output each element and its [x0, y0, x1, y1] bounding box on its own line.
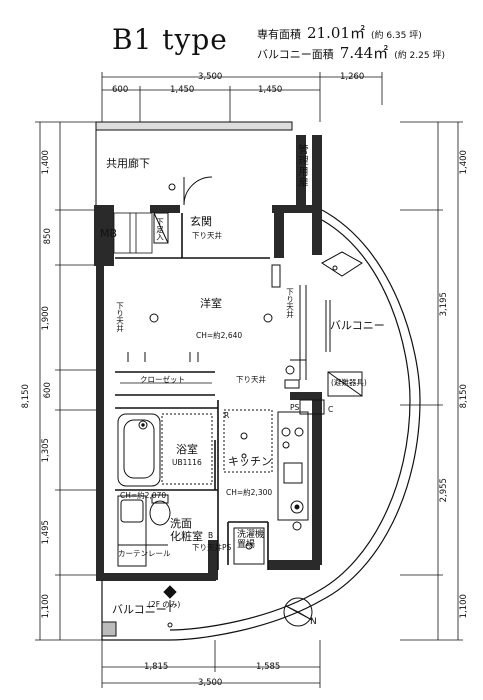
label-entrance: 玄関 [190, 215, 212, 228]
label-shoe-box: 下足入 [155, 218, 165, 241]
label-curtain-rail: カーテンレール [118, 549, 171, 558]
dim-bottom-part-2: 1,585 [256, 662, 281, 672]
dim-top-part-3: 1,450 [258, 85, 283, 95]
dim-top-total: 3,500 [198, 72, 223, 82]
dim-left-7: 1,100 [40, 594, 51, 619]
dim-left-5: 1,305 [40, 438, 51, 463]
dim-left-4: 600 [42, 382, 53, 399]
dim-left-6: 1,495 [40, 520, 51, 545]
label-closet: クローゼット [140, 375, 185, 384]
label-evac-hatch: (避難器具) [331, 378, 367, 387]
label-western-room: 洋室 [200, 297, 222, 310]
label-western-ch: CH=約2,640 [196, 331, 243, 340]
label-balcony-right: バルコニー [330, 319, 385, 332]
dim-top-part-2: 1,450 [170, 85, 195, 95]
label-c-mark: C [328, 405, 334, 414]
dim-left-2: 850 [42, 228, 53, 245]
label-ps-2: PS [222, 543, 232, 552]
floor-area-tsubo: (約 6.35 坪) [370, 31, 422, 41]
label-drop-ceiling-5: 下り天井 [192, 543, 222, 552]
label-drop-ceiling-3: 下り天井 [285, 288, 295, 318]
label-corridor: 共用廊下 [106, 157, 150, 170]
dim-right-1: 1,400 [458, 150, 469, 175]
plan-type-title: B1 type [112, 23, 228, 56]
label-bathroom: 浴室 [176, 443, 198, 456]
dim-right-4: 1,100 [458, 594, 469, 619]
dim-right-3: 2,955 [438, 478, 449, 503]
dim-left-3: 1,900 [40, 306, 51, 331]
label-ch-kitchen: CH=約2,300 [226, 488, 273, 497]
label-washroom: 洗面 化粧室 [170, 517, 203, 543]
balcony-area-tsubo: (約 2.25 坪) [394, 51, 445, 61]
dim-left-total: 8,150 [20, 384, 31, 409]
label-drop-ceiling-4: 下り天井 [236, 375, 266, 384]
dim-bottom-total: 3,500 [198, 678, 223, 688]
balcony-area-row: バルコニー面積 7.44㎡ (約 2.25 坪) [257, 46, 445, 66]
dim-top-right: 1,260 [340, 72, 365, 82]
label-b-mark: B [208, 531, 214, 540]
label-washer: 洗濯機 置場 [237, 530, 265, 551]
floor-area-label: 専有面積 [257, 28, 301, 41]
label-r-mark: R [224, 411, 230, 420]
label-floor-2f: (2F のみ) [148, 600, 181, 609]
dim-right-2: 3,195 [438, 292, 449, 317]
compass-north-label: N [310, 617, 317, 627]
dim-right-total: 8,150 [458, 384, 469, 409]
label-mb: MB [100, 227, 118, 240]
label-drop-ceiling-2: 下り天井 [115, 302, 125, 332]
label-ch-wash: CH=約2,070 [120, 491, 167, 500]
floor-area-value: 21.01㎡ [307, 24, 365, 42]
dim-top-part-1: 600 [112, 85, 129, 95]
dim-left-1: 1,400 [40, 150, 51, 175]
balcony-area-label: バルコニー面積 [257, 48, 334, 61]
label-balcony-bottom: バルコニー [112, 603, 167, 616]
compass-icon [283, 597, 313, 627]
area-spec-block: 専有面積 21.01㎡ (約 6.35 坪) バルコニー面積 7.44㎡ (約 … [257, 26, 445, 66]
label-mgmt-door: 管理用扉 [296, 144, 307, 188]
label-ps-1: PS [290, 403, 300, 412]
label-bath-ub: UB1116 [172, 458, 202, 467]
label-drop-ceiling-1: 下り天井 [192, 231, 222, 240]
balcony-area-value: 7.44㎡ [339, 44, 389, 62]
floor-area-row: 専有面積 21.01㎡ (約 6.35 坪) [257, 26, 445, 46]
dim-bottom-part-1: 1,815 [144, 662, 169, 672]
label-kitchen: キッチン [228, 455, 272, 468]
